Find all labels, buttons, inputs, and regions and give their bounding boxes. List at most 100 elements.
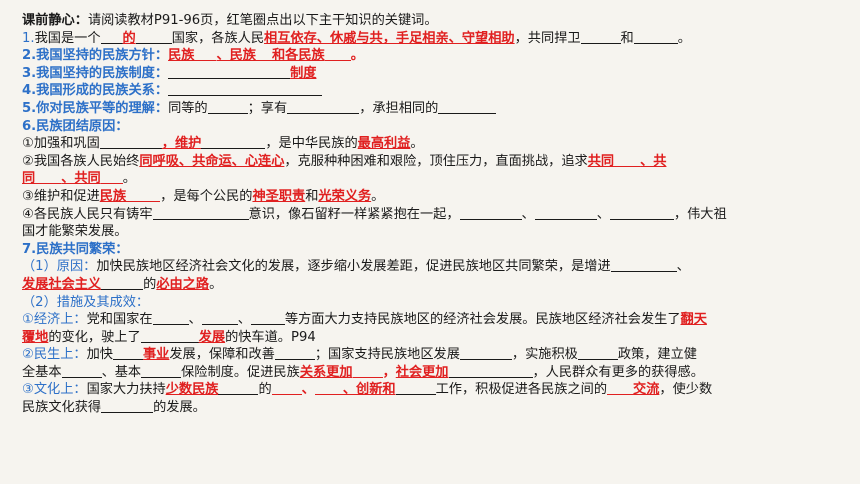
q6-p3-text-c: 和 [305, 188, 319, 204]
q7-livelihood: ②民生上：加快事业发展，保障和改善；国家支持民族地区发展，实施积极政策，建立健 [22, 346, 838, 364]
q7-livelihood-text-f: 全基本 [22, 364, 62, 380]
blank [152, 206, 249, 220]
blank [100, 170, 123, 185]
q7-economy-answer: 翻天 [680, 312, 707, 328]
q7-s1-cont: 发展社会主义 的必由之路。 [22, 276, 838, 294]
blank [609, 206, 674, 220]
blank [633, 30, 678, 44]
blank [438, 100, 497, 114]
q5-text-b: ；享有 [247, 100, 288, 116]
q6-p1-answer: ，维护 [161, 136, 202, 152]
q7-culture-text-a: 国家大力扶持 [86, 382, 166, 398]
q6-p4-text-e: 国才能繁荣发展。 [22, 224, 128, 240]
q5-line: 5.你对民族平等的理解：同等的；享有，承担相同的 [22, 100, 838, 118]
q7-economy-text-d: 等方面大力支持民族地区的经济社会发展。民族地区经济社会发生了 [284, 312, 681, 328]
header-line: 课前静心：请阅读教材P91-96页，红笔圈点出以下主干知识的关键词。 [22, 12, 838, 30]
q7-culture-text-d: 工作，积极促进各民族之间的 [435, 382, 608, 398]
q7-label: 7.民族共同繁荣： [22, 241, 129, 257]
blank [194, 47, 217, 62]
q5-text-a: 同等的 [168, 100, 208, 116]
blank [218, 381, 259, 396]
blank [135, 30, 172, 44]
q6-p4-text-c2: 、 [596, 206, 610, 222]
blank [395, 381, 436, 396]
q6-p4-text-b: 意识，像石留籽一样紧紧抱在一起， [248, 206, 460, 222]
blank [448, 364, 533, 378]
q7-s1: （1）原因：加快民族地区经济社会文化的发展，逐步缩小发展差距，促进民族地区共同繁… [22, 258, 838, 276]
q7-culture-answer-3: 交流 [633, 382, 660, 398]
q1-text-b: 国家，各族人民 [171, 30, 265, 46]
q7-culture-text-f: 民族文化获得 [22, 400, 102, 416]
q7-culture-label: ③文化上： [22, 382, 87, 398]
q1-text-e: 。 [677, 30, 691, 46]
blank [141, 364, 182, 378]
q7-livelihood-text-a: 加快 [86, 347, 113, 363]
q7-s1-text-d: 。 [209, 276, 223, 292]
q5-text-c: ，承担相同的 [359, 100, 439, 116]
q7-livelihood-text-c: ；国家支持民族地区发展 [314, 347, 460, 363]
q7-economy-cont: 覆地的变化，驶上了发展的快车道。P94 [22, 329, 838, 347]
q6-p4-text-d: ，伟大祖 [673, 206, 727, 222]
q6-p2-cont: 同、共同。 [22, 170, 838, 188]
q6-p4-text-c: 、 [521, 206, 535, 222]
blank [352, 364, 383, 378]
q1-text-d: 和 [620, 30, 634, 46]
blank [100, 30, 123, 44]
q7-s1-answer: 发展社会主义 [22, 276, 102, 292]
q7-economy-text-e: 的变化，驶上了 [48, 329, 141, 345]
q6-p1-text-b: ，是中华民族的 [265, 136, 358, 152]
q7-s1-label: （1）原因： [22, 259, 97, 275]
q7-culture-answer: 少数民族 [165, 382, 219, 398]
header-text: 请阅读教材P91-96页，红笔圈点出以下主干知识的关键词。 [87, 13, 438, 28]
q6-label: 6.民族团结原因： [22, 118, 129, 134]
blank [101, 399, 154, 414]
blank [99, 135, 162, 150]
q7-economy-answer-2: 覆地 [22, 329, 49, 345]
q7-culture-sep: 、 [301, 382, 315, 398]
blank [35, 170, 62, 185]
blank [201, 135, 266, 150]
q7-livelihood-text-b: 发展，保障和改善 [169, 347, 275, 363]
q1-text-c: ，共同捍卫 [514, 30, 581, 46]
q7-livelihood-text-g: 、基本 [101, 364, 142, 380]
q6-p1: ①加强和巩固，维护，是中华民族的最高利益。 [22, 135, 838, 153]
q2-answer-1: 民族 [168, 48, 195, 64]
q7-livelihood-text-d: ，实施积极 [511, 347, 578, 363]
blank [250, 311, 285, 326]
q7-economy-answer-3: 发展 [198, 329, 226, 345]
blank [287, 100, 360, 114]
q7-economy: ①经济上：党和国家在、、等方面大力支持民族地区的经济社会发展。民族地区经济社会发… [22, 311, 838, 329]
q6-p2-answer: 同呼吸、共命运、心连心 [139, 153, 285, 169]
q7-culture-answer-2: 、创新和 [342, 382, 396, 398]
blank [607, 381, 634, 396]
q1-answer-2: 相互依存、休戚与共，手足相亲、守望相助 [264, 30, 515, 46]
q7-livelihood-cont: 全基本、基本保险制度。促进民族关系更加，社会更加，人民群众有更多的获得感。 [22, 364, 838, 382]
q6-p2: ②我国各族人民始终同呼吸、共命运、心连心，克服种种困难和艰险，顶住压力，直面挑战… [22, 153, 838, 171]
blank [168, 65, 291, 79]
q7-livelihood-answer-3: 社会更加 [395, 364, 449, 380]
q2-end: 。 [350, 48, 364, 64]
q7-culture-text-e: ，使少数 [659, 382, 713, 398]
q7-culture-text-g: 的发展。 [153, 400, 206, 416]
q7-s1-answer-2: 必由之路 [156, 276, 210, 292]
blank [112, 346, 143, 361]
q7-livelihood-text-h: 保险制度。促进民族 [181, 364, 300, 380]
blank [168, 82, 323, 97]
q2-line: 2.我国坚持的民族方针：民族、民族和各民族。 [22, 47, 838, 65]
q7-s1-text-c: 的 [143, 276, 157, 292]
q6-p2-text-a: ②我国各族人民始终 [22, 153, 140, 169]
q1-answer-1: 的 [122, 30, 136, 46]
blank [534, 206, 597, 220]
blank [459, 206, 522, 220]
q6-p1-text-c: 。 [410, 136, 424, 152]
blank [580, 30, 621, 44]
q7-livelihood-sep: ， [382, 364, 396, 380]
q6-p2-answer-4: 同 [22, 171, 36, 187]
q1-line: 1.我国是一个的国家，各族人民相互依存、休戚与共，手足相亲、守望相助，共同捍卫和… [22, 30, 838, 48]
q4-label: 4.我国形成的民族关系： [22, 83, 169, 99]
q6-p2-answer-2: 共同 [587, 153, 615, 169]
q6-p3: ③维护和促进民族，是每个公民的神圣职责和光荣义务。 [22, 188, 838, 206]
blank [152, 311, 189, 326]
q7-livelihood-label: ②民生上： [22, 347, 87, 363]
